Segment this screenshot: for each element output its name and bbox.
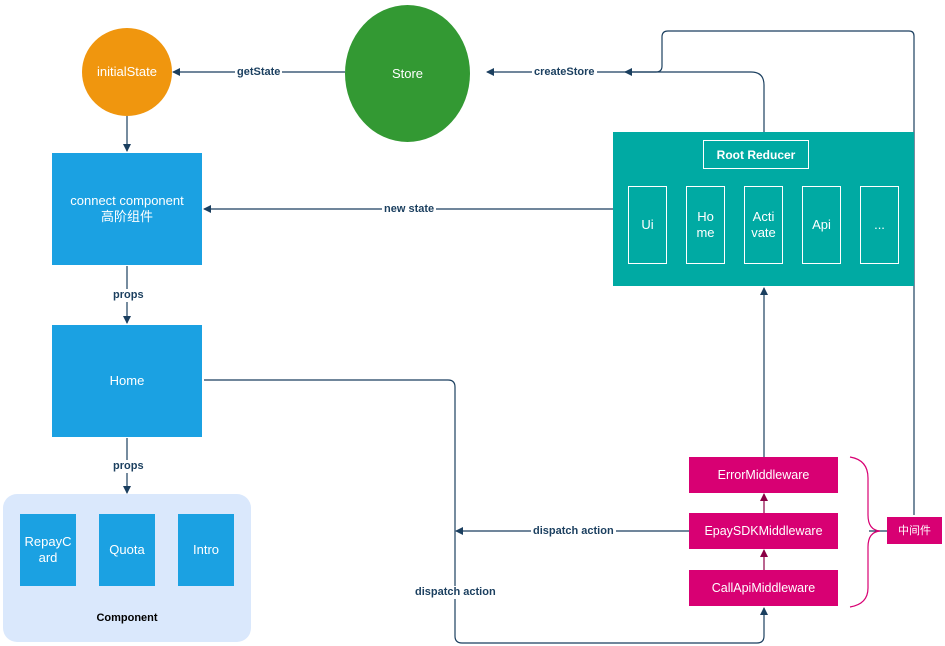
getstate-label: getState	[235, 66, 283, 79]
root-reducer-container	[613, 132, 914, 286]
props-label-1: props	[111, 289, 146, 302]
reducer-api: Api	[802, 186, 841, 264]
connect-component-label: connect component 高阶组件	[70, 193, 184, 224]
edge-middleware-loop	[624, 30, 915, 515]
component-quota-label: Quota	[109, 542, 145, 557]
component-group-label: Component	[96, 612, 158, 624]
reducer-more: ...	[860, 186, 899, 264]
createstore-label: createStore	[532, 66, 597, 79]
initial-state-label: initialState	[97, 64, 157, 79]
error-middleware-label: ErrorMiddleware	[717, 468, 810, 482]
dispatch-action-label-2: dispatch action	[413, 586, 498, 599]
call-api-middleware-node: CallApiMiddleware	[689, 570, 838, 606]
middleware-tag: 中间件	[887, 517, 942, 544]
reducer-activate: Acti vate	[744, 186, 783, 264]
root-reducer-title: Root Reducer	[703, 140, 809, 169]
edge-home-dispatch	[204, 379, 768, 644]
call-api-middleware-label: CallApiMiddleware	[711, 581, 816, 595]
component-repaycard: RepayC ard	[20, 514, 76, 586]
middleware-brace	[849, 456, 881, 608]
epay-sdk-middleware-label: EpaySDKMiddleware	[704, 524, 823, 538]
home-label: Home	[109, 373, 145, 388]
error-middleware-node: ErrorMiddleware	[689, 457, 838, 493]
component-intro: Intro	[178, 514, 234, 586]
reducer-ui: Ui	[628, 186, 667, 264]
initial-state-node: initialState	[82, 28, 172, 116]
props-label-2: props	[111, 460, 146, 473]
dispatch-action-label-1: dispatch action	[531, 525, 616, 538]
middleware-tag-label: 中间件	[898, 524, 931, 537]
home-node: Home	[52, 325, 202, 437]
store-label: Store	[391, 65, 424, 81]
epay-sdk-middleware-node: EpaySDKMiddleware	[689, 513, 838, 549]
edge-createstore	[486, 68, 765, 132]
component-intro-label: Intro	[192, 542, 219, 557]
component-quota: Quota	[99, 514, 155, 586]
connect-component-node: connect component 高阶组件	[52, 153, 202, 265]
reducer-home: Ho me	[686, 186, 725, 264]
store-node: Store	[345, 5, 470, 142]
new-state-label: new state	[382, 203, 437, 216]
component-repaycard-label: RepayC ard	[24, 534, 72, 565]
